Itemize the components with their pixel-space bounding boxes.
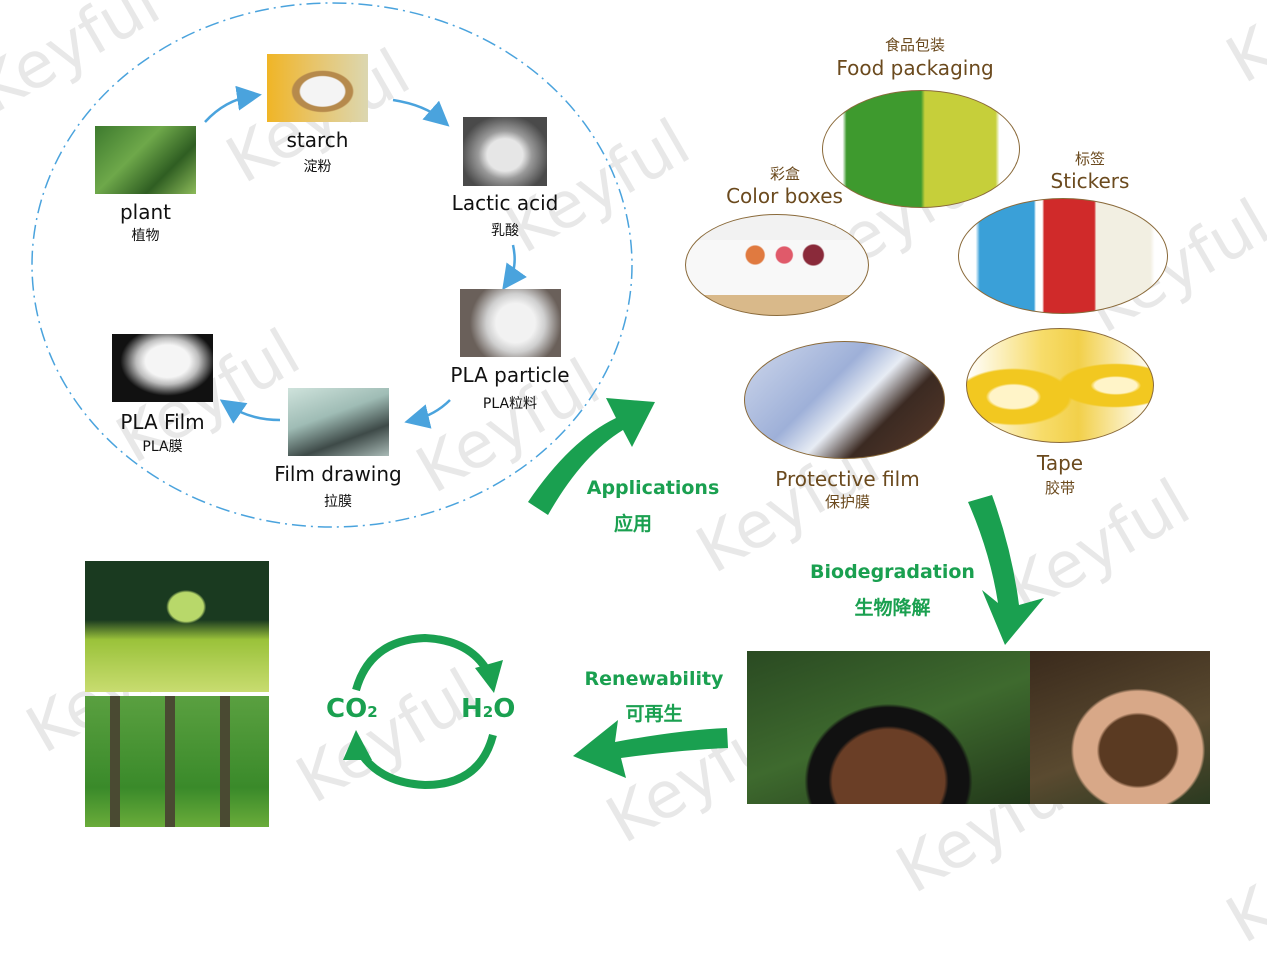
step-plant-label-cn: 植物 bbox=[131, 228, 160, 244]
app-protective-film-label-cn: 保护膜 bbox=[824, 493, 870, 511]
step-film-drawing-label-cn: 拉膜 bbox=[324, 494, 352, 510]
app-tape-label: Tape bbox=[1036, 451, 1084, 475]
step-film-drawing-label: Film drawing bbox=[274, 462, 402, 486]
arrow-plant-to-starch bbox=[204, 85, 262, 123]
app-color-boxes-label: Color boxes bbox=[726, 184, 843, 208]
film-roll-photo bbox=[112, 334, 213, 402]
applications-arrow bbox=[528, 398, 655, 515]
step-lactic-acid-label: Lactic acid bbox=[451, 191, 559, 215]
arrow-pla-to-drawing bbox=[404, 399, 451, 429]
pellets-photo bbox=[460, 289, 561, 357]
h2o-h-text: H bbox=[461, 694, 483, 724]
soil-in-hand-photo bbox=[1030, 651, 1210, 804]
app-food-packaging-label: Food packaging bbox=[836, 56, 994, 80]
applications-label-cn: 应用 bbox=[613, 513, 652, 535]
arrow-lactic-to-pla bbox=[502, 244, 527, 291]
renewability-label: Renewability bbox=[584, 668, 724, 690]
step-lactic-acid-label-cn: 乳酸 bbox=[491, 223, 519, 239]
arrow-drawing-to-film bbox=[219, 399, 281, 424]
compost-bucket-photo bbox=[747, 651, 1030, 804]
biodegradation-arrow bbox=[968, 495, 1044, 645]
step-pla-particle-label-cn: PLA粒料 bbox=[482, 396, 538, 412]
app-protective-film-label: Protective film bbox=[775, 467, 920, 491]
cycle-arrow-bottom bbox=[356, 733, 497, 790]
renewability-label-cn: 可再生 bbox=[625, 703, 683, 725]
diagram-arrows bbox=[31, 2, 1044, 790]
app-tape-label-cn: 胶带 bbox=[1044, 479, 1075, 497]
h2o-o-text: O bbox=[493, 694, 516, 724]
beaker-photo bbox=[463, 117, 547, 186]
step-plant-label: plant bbox=[119, 200, 172, 224]
biodegradation-label: Biodegradation bbox=[810, 561, 975, 583]
h2o-subscript: 2 bbox=[482, 703, 494, 721]
app-stickers-label-cn: 标签 bbox=[1074, 150, 1105, 168]
step-pla-particle-label: PLA particle bbox=[450, 363, 570, 387]
corn-plant-photo bbox=[95, 126, 196, 194]
forest-trees-photo bbox=[85, 696, 269, 827]
app-color-boxes-label-cn: 彩盒 bbox=[769, 165, 800, 183]
process-cycle-boundary bbox=[31, 2, 633, 528]
co2-label: CO2 bbox=[326, 694, 378, 724]
app-food-packaging-label-cn: 食品包装 bbox=[884, 36, 945, 54]
seedling-photo bbox=[85, 561, 269, 692]
starch-bowl-photo bbox=[267, 54, 368, 122]
step-starch-label: starch bbox=[286, 128, 349, 152]
app-stickers-label: Stickers bbox=[1050, 169, 1130, 193]
co2-subscript: 2 bbox=[367, 703, 378, 721]
sticker-rolls-photo bbox=[958, 198, 1168, 314]
cupcake-box-photo bbox=[685, 214, 869, 316]
co2-text: CO bbox=[326, 694, 368, 724]
renewability-arrow bbox=[573, 720, 728, 778]
cycle-arrow-top bbox=[352, 633, 492, 692]
biodegradation-label-cn: 生物降解 bbox=[854, 597, 931, 619]
step-pla-film-label: PLA Film bbox=[120, 410, 205, 434]
protective-film-photo bbox=[744, 341, 945, 459]
chips-bags-photo bbox=[822, 90, 1020, 208]
h2o-label: H2O bbox=[461, 694, 515, 724]
arrow-starch-to-lactic bbox=[392, 98, 450, 127]
step-starch-label-cn: 淀粉 bbox=[303, 159, 332, 175]
film-machine-photo bbox=[288, 388, 389, 456]
tape-rolls-photo bbox=[966, 328, 1154, 443]
applications-label: Applications bbox=[586, 477, 720, 499]
step-pla-film-label-cn: PLA膜 bbox=[142, 439, 183, 455]
